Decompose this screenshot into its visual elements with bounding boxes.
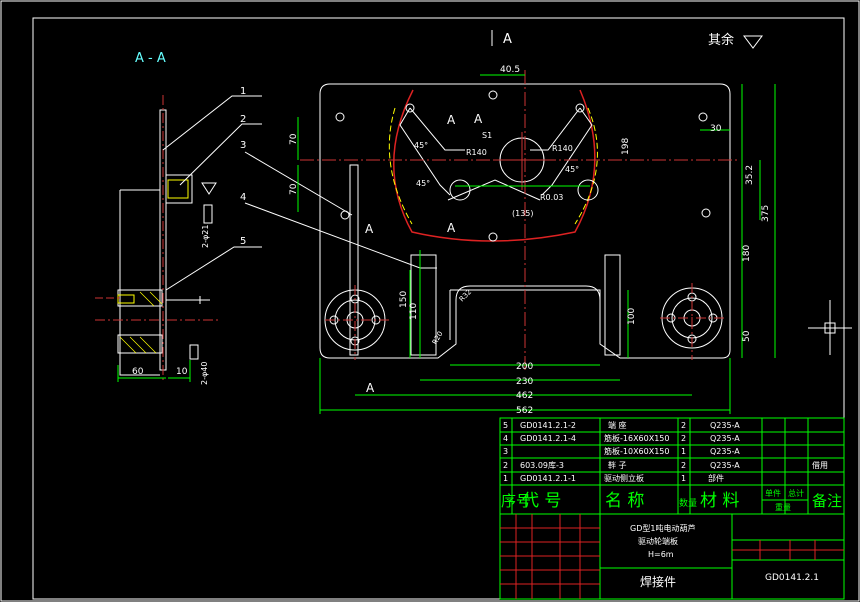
bom-header-material: 材 料 — [700, 491, 739, 511]
dim-50: 50 — [742, 330, 752, 342]
dim-562: 562 — [516, 406, 533, 416]
dim-150: 150 — [399, 291, 409, 308]
bom-row-name: 筋板-10X60X150 — [604, 446, 669, 456]
finish-note: 其余 — [708, 32, 734, 48]
bom-row-no: 5 — [503, 421, 508, 430]
bom-row-material: Q235-A — [710, 434, 740, 443]
dim-35-2: 35.2 — [745, 165, 755, 185]
bom-row-code: GD0141.2.1-2 — [520, 421, 576, 430]
surface-finish-icon — [743, 35, 763, 49]
bom-row-material: Q235-A — [710, 447, 740, 456]
section-mark-a-5: A — [474, 112, 483, 126]
angle-45-b: 45° — [416, 179, 430, 188]
dim-40-5: 40.5 — [500, 65, 520, 75]
title-block — [499, 513, 845, 600]
bom-row-name: 驱动侧立板 — [604, 473, 644, 483]
bom-row-code: 603.09库-3 — [520, 460, 564, 470]
bom-row-no: 2 — [503, 461, 508, 470]
bom-row-qty: 2 — [681, 434, 686, 443]
bom-row-name: 端 座 — [608, 420, 627, 430]
dim-r140-right: R140 — [552, 144, 573, 153]
dim-30: 30 — [710, 124, 722, 134]
bom-row-material: 部件 — [708, 473, 724, 483]
leader-label-5: 5 — [240, 236, 246, 247]
bom-row-note: 借用 — [812, 460, 828, 470]
bom-header-unit-weight: 单件 — [765, 488, 781, 498]
angle-45-c: 45° — [565, 165, 579, 174]
dim-200: 200 — [516, 362, 533, 372]
bom-row-qty: 2 — [681, 461, 686, 470]
dim-180: 180 — [742, 245, 752, 262]
bom-row-no: 4 — [503, 434, 508, 443]
bom-row-name: 筋板-16X60X150 — [604, 433, 669, 443]
dim-462: 462 — [516, 391, 533, 401]
title-drawing-number: GD0141.2.1 — [765, 573, 819, 583]
dim-375: 375 — [761, 205, 771, 222]
bom-rows: 5 GD0141.2.1-2 端 座 2 Q235-A 4 GD0141.2.1… — [503, 420, 828, 483]
title-product-line2: 驱动轮端板 — [638, 536, 678, 546]
dim-100: 100 — [627, 308, 637, 325]
dim-r0-03: R0.03 — [540, 193, 563, 202]
bom-header-seq: 序号 — [501, 492, 531, 510]
section-mark-a-4: A — [366, 381, 375, 395]
dim-110: 110 — [409, 303, 419, 320]
dim-phi21: 2-φ21 — [201, 225, 210, 248]
leader-label-3: 3 — [240, 140, 246, 151]
section-mark-a-2: A — [365, 222, 374, 236]
front-view — [300, 70, 740, 370]
dim-r20: R20 — [431, 330, 445, 346]
dim-230: 230 — [516, 377, 533, 387]
bom-row-qty: 2 — [681, 421, 686, 430]
bom-row-name: 靽 子 — [608, 460, 627, 470]
crosshair-cursor — [808, 300, 852, 355]
title-product-line3: H=6m — [648, 550, 674, 559]
bom-row-code: GD0141.2.1-4 — [520, 434, 576, 443]
dim-60: 60 — [132, 367, 144, 377]
title-product-line1: GD型1吨电动葫芦 — [630, 523, 695, 533]
dim-phi40: 2-φ40 — [200, 362, 209, 385]
bom-table — [499, 417, 845, 515]
section-view-label: A - A — [135, 51, 166, 66]
bom-row-code: GD0141.2.1-1 — [520, 474, 576, 483]
dim-10: 10 — [176, 367, 188, 377]
bom-header-qty: 数量 — [679, 497, 697, 509]
bom-header-name: 名 称 — [605, 491, 644, 511]
bom-row-no: 1 — [503, 474, 508, 483]
bom-row-no: 3 — [503, 447, 508, 456]
bom-header: 序号 代 号 名 称 数量 材 料 单件 总计 重量 备注 — [501, 488, 842, 512]
leader-label-1: 1 — [240, 86, 246, 97]
bom-row-qty: 1 — [681, 447, 686, 456]
dim-70-a: 70 — [289, 133, 299, 145]
title-part-name: 焊接件 — [640, 574, 676, 589]
section-mark-a-3: A — [447, 221, 456, 235]
drawing-frame — [32, 17, 845, 600]
bom-row-qty: 1 — [681, 474, 686, 483]
bom-header-weight: 重量 — [775, 502, 791, 512]
section-mark-a-1: A — [447, 113, 456, 127]
bom-header-note: 备注 — [812, 492, 842, 510]
bom-header-total-weight: 总计 — [788, 488, 804, 498]
dimension-lines — [297, 74, 776, 414]
dim-135: (135) — [512, 209, 534, 218]
leader-label-4: 4 — [240, 192, 246, 203]
label-s1: S1 — [482, 131, 492, 140]
section-view-aa — [95, 95, 220, 382]
section-arrow-label: A — [503, 32, 512, 47]
bom-row-material: Q235-A — [710, 461, 740, 470]
leader-lines — [162, 95, 437, 291]
angle-45-a: 45° — [414, 141, 428, 150]
bom-row-material: Q235-A — [710, 421, 740, 430]
dim-70-b: 70 — [289, 183, 299, 195]
dim-r140-left: R140 — [466, 148, 487, 157]
leader-label-2: 2 — [240, 114, 246, 125]
dim-198: 198 — [621, 138, 631, 155]
bom-header-code: 代 号 — [522, 491, 561, 511]
